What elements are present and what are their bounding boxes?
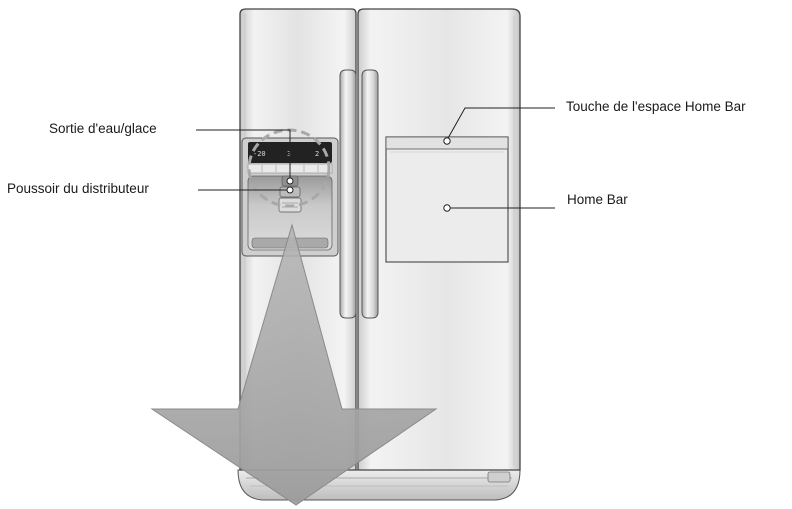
display-readout-3: 2 [315, 150, 319, 158]
dot-touche [443, 137, 451, 145]
dot-homebar [443, 204, 451, 212]
display-readout-1: -20 [253, 150, 266, 158]
fridge-handle [361, 69, 379, 319]
leader-touche [446, 107, 555, 141]
down-arrow [150, 223, 438, 506]
display-readout-2: 3 [287, 150, 291, 158]
freezer-handle [339, 69, 357, 319]
dot-sortie [286, 177, 294, 185]
leader-lines [196, 107, 555, 209]
label-dispenser-pusher: Poussoir du distributeur [7, 181, 149, 196]
leader-sortie [196, 129, 291, 180]
label-home-bar-touch: Touche de l'espace Home Bar [566, 99, 746, 114]
home-bar-door [385, 136, 509, 263]
label-home-bar: Home Bar [567, 192, 628, 207]
dot-poussoir [286, 186, 294, 194]
label-water-ice-outlet: Sortie d'eau/glace [49, 121, 157, 136]
